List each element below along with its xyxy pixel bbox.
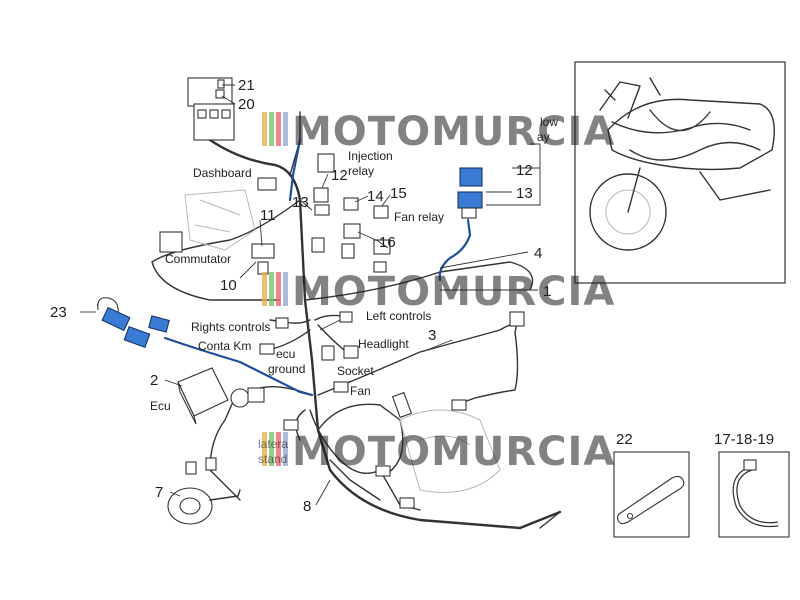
scooter-overview-inset bbox=[574, 61, 786, 284]
watermark-stripes-top bbox=[262, 112, 288, 146]
ecu-unit bbox=[177, 367, 229, 417]
label-lateral-stand-line1: latera bbox=[258, 437, 288, 451]
callout-13-right: 13 bbox=[516, 185, 533, 202]
label-socket: Socket bbox=[337, 364, 374, 378]
label-ecu-ground-line2: ground bbox=[268, 362, 305, 376]
relay-14 bbox=[343, 197, 359, 211]
watermark-stripes-middle bbox=[262, 272, 288, 306]
part-17-18-19-box: 17-18-19 bbox=[714, 431, 790, 538]
callout-17-18-19: 17-18-19 bbox=[714, 431, 774, 448]
label-low-line2: ay bbox=[537, 130, 550, 144]
callout-11: 11 bbox=[260, 207, 276, 224]
watermark-text-middle: MOTOMURCIA bbox=[292, 269, 615, 315]
watermark-text-bottom: MOTOMURCIA bbox=[292, 429, 615, 475]
callout-3: 3 bbox=[428, 327, 436, 344]
relay-16a bbox=[343, 223, 361, 239]
component-labels: Dashboard Injection relay Fan relay low … bbox=[150, 115, 558, 466]
callout-15: 15 bbox=[390, 185, 407, 202]
label-injection-relay-line2: relay bbox=[348, 164, 374, 178]
fuse-21 bbox=[217, 79, 225, 89]
callout-4: 4 bbox=[534, 245, 542, 262]
label-ecu-ground-line1: ecu bbox=[276, 347, 295, 361]
blue-wire-conta-km bbox=[163, 336, 314, 397]
callout-14: 14 bbox=[367, 188, 384, 205]
watermark: MOTOMURCIA MOTOMURCIA MOTOMURCIA bbox=[262, 109, 615, 475]
label-dashboard: Dashboard bbox=[193, 166, 252, 180]
label-fan-relay: Fan relay bbox=[394, 210, 444, 224]
branch-3 bbox=[317, 323, 519, 406]
injection-relay-12 bbox=[313, 187, 329, 203]
label-injection-relay-line1: Injection bbox=[348, 149, 393, 163]
front-wheel bbox=[589, 173, 667, 251]
dashboard-connector bbox=[257, 177, 277, 191]
label-rights-controls: Rights controls bbox=[191, 320, 270, 334]
label-ecu: Ecu bbox=[150, 399, 171, 413]
relay-16b bbox=[373, 239, 391, 255]
blue-wire-relay-13 bbox=[438, 218, 472, 282]
callout-10: 10 bbox=[220, 277, 237, 294]
components bbox=[97, 77, 525, 525]
callout-numbers: 21 20 12 13 14 15 16 12 13 11 10 4 1 23 … bbox=[50, 77, 551, 515]
callout-2: 2 bbox=[150, 372, 158, 389]
cable-tie-icon bbox=[616, 475, 685, 525]
callout-21: 21 bbox=[238, 77, 255, 94]
label-left-controls: Left controls bbox=[366, 309, 431, 323]
part-22-box: 22 bbox=[613, 431, 690, 538]
callout-16: 16 bbox=[379, 234, 396, 251]
label-fan: Fan bbox=[350, 384, 371, 398]
relay-12-blue bbox=[459, 167, 483, 187]
leader-lines bbox=[80, 84, 541, 506]
relay-13-blue bbox=[457, 191, 483, 209]
label-conta-km: Conta Km bbox=[198, 339, 251, 353]
part-10 bbox=[251, 243, 275, 259]
label-low-line1: low bbox=[540, 115, 558, 129]
callout-12-right: 12 bbox=[516, 162, 533, 179]
callout-7: 7 bbox=[155, 484, 163, 501]
callout-12-injection: 12 bbox=[331, 167, 348, 184]
part-23-connector bbox=[101, 306, 131, 332]
callout-13-left: 13 bbox=[292, 194, 309, 211]
windscreen bbox=[599, 81, 641, 119]
watermark-text-top: MOTOMURCIA bbox=[292, 109, 615, 155]
label-commutator: Commutator bbox=[165, 252, 231, 266]
headlight-connector bbox=[343, 345, 359, 359]
label-headlight: Headlight bbox=[358, 337, 409, 351]
fan-relay-15 bbox=[373, 205, 389, 219]
fuse-20 bbox=[215, 89, 225, 99]
callout-1: 1 bbox=[543, 283, 551, 300]
branch-4 bbox=[304, 261, 534, 301]
callout-8: 8 bbox=[303, 498, 311, 515]
label-lateral-stand-line2: stand bbox=[258, 452, 287, 466]
commutator-connector bbox=[159, 231, 183, 253]
watermark-stripes-bottom bbox=[262, 432, 288, 466]
callout-22: 22 bbox=[616, 431, 633, 448]
callout-20: 20 bbox=[238, 96, 255, 113]
harness-outline bbox=[611, 109, 761, 161]
fuse-box bbox=[187, 77, 233, 107]
fan-connector bbox=[333, 381, 349, 393]
callout-23: 23 bbox=[50, 304, 67, 321]
scooter-body bbox=[607, 98, 775, 171]
